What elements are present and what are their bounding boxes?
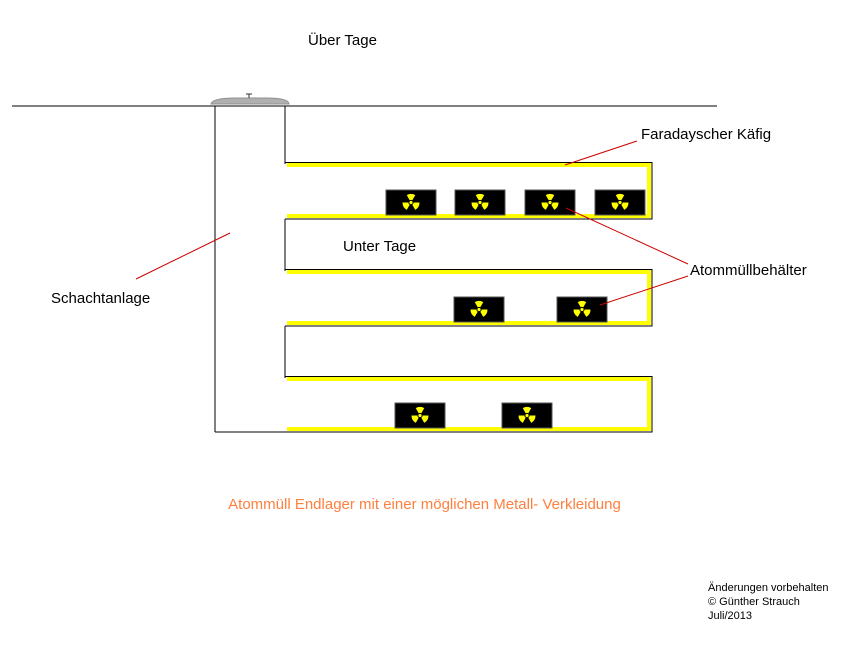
- gallery-2-cage: [287, 270, 651, 325]
- radiation-icon: [411, 407, 429, 423]
- diagram-caption: Atommüll Endlager mit einer möglichen Me…: [228, 496, 621, 513]
- gallery-3-outline: [285, 376, 653, 433]
- waste-container: [454, 189, 506, 216]
- radiation-icon: [518, 407, 536, 423]
- leader-line-container-1: [565, 207, 689, 265]
- surface-label: Über Tage: [308, 32, 377, 49]
- shaft-label: Schachtanlage: [51, 290, 151, 307]
- gallery-3-cage: [287, 377, 651, 431]
- radiation-icon: [541, 194, 559, 210]
- waste-container: [394, 402, 446, 429]
- faraday-cage-label: Faradayscher Käfig: [641, 126, 772, 143]
- radiation-icon: [611, 194, 629, 210]
- shaft-head: [210, 97, 290, 105]
- credits-line-2: © Günther Strauch: [708, 596, 800, 608]
- credits: Änderungen vorbehalten © Günther Strauch…: [708, 581, 828, 623]
- waste-container: [594, 189, 646, 216]
- waste-container: [453, 296, 505, 323]
- radiation-icon: [402, 194, 420, 210]
- waste-container: [501, 402, 553, 429]
- radiation-icon: [573, 301, 591, 317]
- credits-line-3: Juli/2013: [708, 610, 753, 622]
- container-group: [385, 189, 646, 429]
- gallery-2-outline: [285, 269, 653, 327]
- gallery-2: [285, 269, 653, 327]
- gallery-3: [285, 376, 653, 433]
- waste-container: [556, 296, 608, 323]
- leader-line-faraday: [564, 140, 638, 166]
- gallery-1: [285, 162, 653, 220]
- leader-line-container-2: [599, 275, 689, 306]
- leader-line-shaft: [135, 232, 231, 280]
- gallery-1-cage: [287, 163, 651, 218]
- radiation-icon: [471, 194, 489, 210]
- gallery-1-outline: [285, 162, 653, 220]
- containers-label: Atommüllbehälter: [690, 262, 807, 279]
- radiation-icon: [470, 301, 488, 317]
- credits-line-1: Änderungen vorbehalten: [708, 582, 829, 594]
- waste-container: [524, 189, 576, 216]
- waste-container: [385, 189, 437, 216]
- underground-label: Unter Tage: [343, 238, 417, 255]
